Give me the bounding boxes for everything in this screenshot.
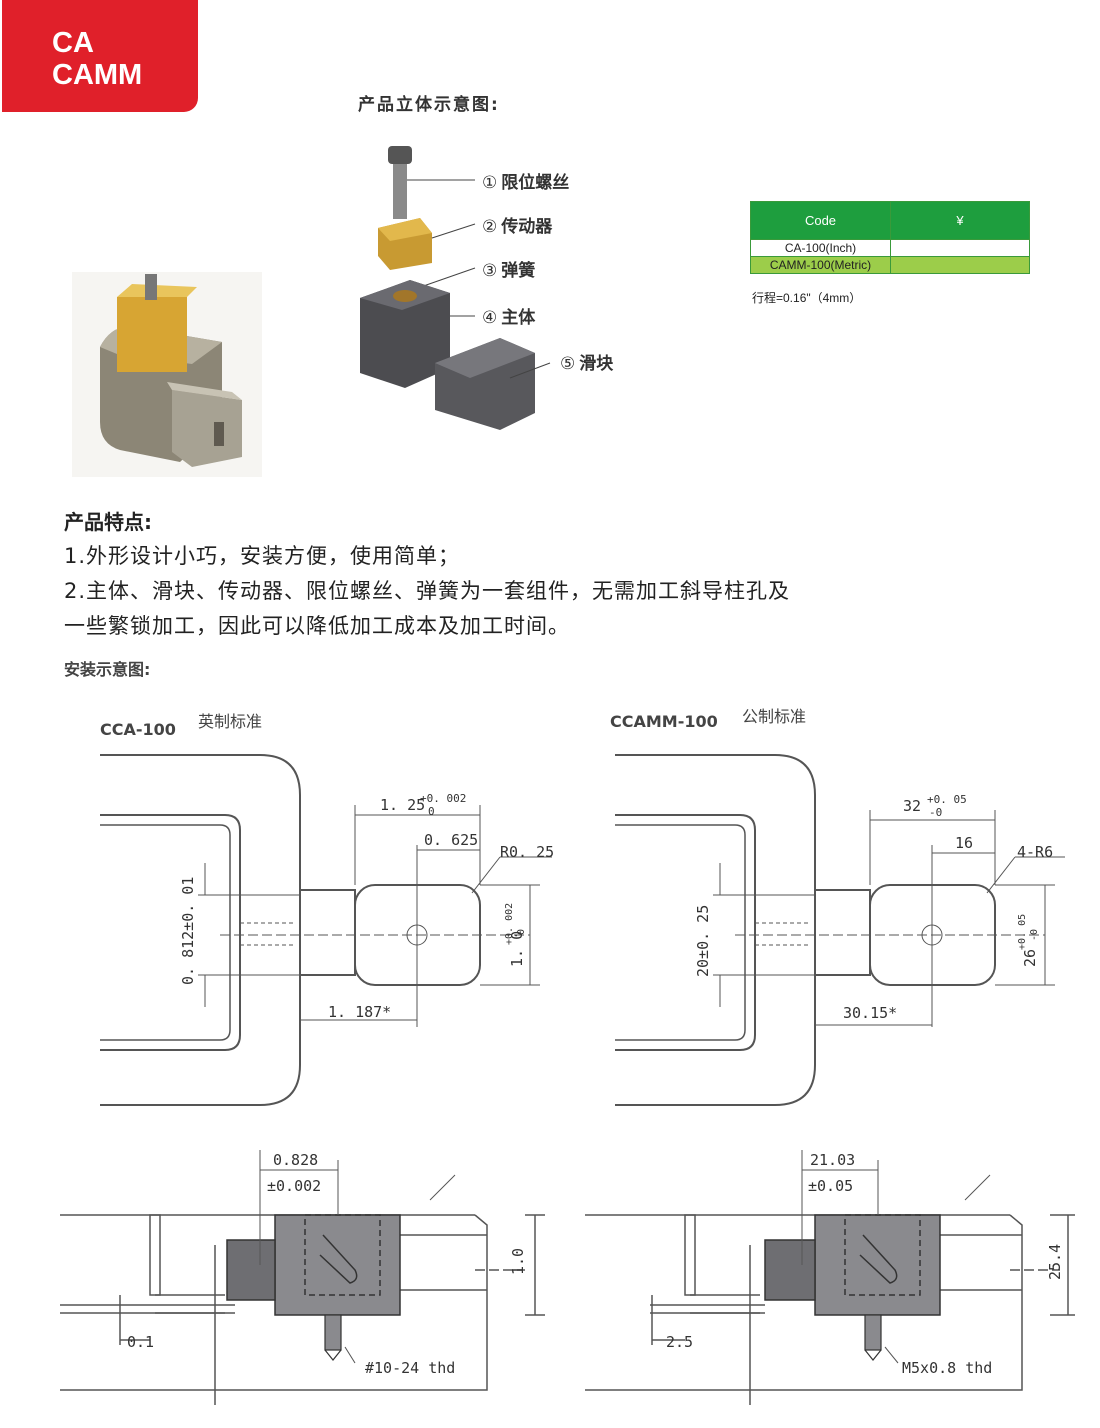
stroke-note: 行程=0.16"（4mm） xyxy=(752,291,862,305)
dim-radius: R0. 25 xyxy=(500,843,554,861)
dim-side-height: 25.4 xyxy=(1046,1244,1064,1280)
part-name: 弹簧 xyxy=(501,261,536,281)
dim-thread: M5x0.8 thd xyxy=(902,1359,992,1377)
feature-line-1: 1.外形设计小巧，安装方便，使用简单； xyxy=(64,544,461,568)
dim-height: 20±0. 25 xyxy=(694,905,712,977)
dim-offset: 30.15* xyxy=(843,1004,897,1022)
dim-pocket-height: 26 xyxy=(1021,949,1039,967)
left-top-drawing: 1. 25 +0. 002 0 0. 625 R0. 25 1. 187* 0.… xyxy=(100,754,554,1106)
dim-side-a: 0.828 xyxy=(273,1151,318,1169)
feature-line-3: 一些繁锁加工，因此可以降低加工成本及加工时间。 xyxy=(64,614,570,638)
dim-height: 0. 812±0. 01 xyxy=(179,877,197,985)
section-driver xyxy=(226,1239,276,1301)
dim-width: 32 xyxy=(903,797,921,815)
dim-half: 0. 625 xyxy=(424,831,478,849)
dim-width-tol-up: +0. 05 xyxy=(927,793,967,806)
exploded-view-illustration xyxy=(360,146,551,430)
part-name: 滑块 xyxy=(579,354,614,374)
dim-half: 16 xyxy=(955,834,973,852)
cell-price xyxy=(890,256,1030,274)
left-side-section-drawing: 0.828 ±0.002 1.0 0.1 #10-24 thd xyxy=(60,1150,545,1405)
dim-side-a: 21.03 xyxy=(810,1151,855,1169)
dim-width-tol-down: -0 xyxy=(929,806,942,819)
price-table-header: Code ¥ xyxy=(750,201,1030,240)
part-number: ① xyxy=(482,173,498,193)
cell-code: CA-100(Inch) xyxy=(750,239,891,257)
brand-line-1: CA xyxy=(52,27,94,59)
part-name: 主体 xyxy=(501,308,536,328)
part-number: ② xyxy=(482,217,498,237)
part-number: ⑤ xyxy=(560,354,576,374)
section-screw xyxy=(324,1314,342,1351)
brand-line-2: CAMM xyxy=(52,59,143,91)
main-body-part xyxy=(360,280,450,388)
dim-pocket-tol-up: +0. 002 xyxy=(504,903,515,945)
dim-side-height: 1.0 xyxy=(509,1248,527,1275)
feature-line-2: 2.主体、滑块、传动器、限位螺丝、弹簧为一套组件，无需加工斜导柱孔及 xyxy=(64,579,791,603)
section-body xyxy=(274,1214,401,1316)
features-title: 产品特点: xyxy=(64,510,152,534)
table-row: CAMM-100(Metric) xyxy=(750,256,1030,274)
header-price: ¥ xyxy=(890,201,1030,240)
part-number: ④ xyxy=(482,308,498,328)
dim-width: 1. 25 xyxy=(380,796,425,814)
price-table: Code ¥ CA-100(Inch) CAMM-100(Metric) xyxy=(750,201,1030,274)
dim-width-tol-down: 0 xyxy=(428,805,435,818)
right-top-drawing: 32 +0. 05 -0 16 4-R6 30.15* 20±0. 25 26 … xyxy=(615,754,1065,1106)
dim-gap: 2.5 xyxy=(666,1333,693,1351)
dim-offset: 1. 187* xyxy=(328,1003,391,1021)
product-photo xyxy=(72,272,262,477)
limit-screw-head xyxy=(388,146,412,164)
part-name: 传动器 xyxy=(501,217,553,237)
dim-pocket-tol-down: -0 xyxy=(1029,929,1040,941)
dim-pocket-tol-up: +0. 05 xyxy=(1017,914,1028,950)
right-standard-label: 公制标准 xyxy=(742,707,807,726)
dim-side-b: ±0.05 xyxy=(808,1177,853,1195)
plate-outline xyxy=(100,754,301,1106)
right-model-label: CCAMM-100 xyxy=(610,712,718,731)
limit-screw-shank xyxy=(393,164,407,219)
dim-side-b: ±0.002 xyxy=(267,1177,321,1195)
cell-code: CAMM-100(Metric) xyxy=(750,256,891,274)
channel xyxy=(299,889,356,976)
brand-tag: CA CAMM xyxy=(2,0,198,112)
dim-radius: 4-R6 xyxy=(1017,843,1053,861)
dim-width-tol-up: +0. 002 xyxy=(420,792,466,805)
cell-price xyxy=(890,239,1030,257)
right-side-section-drawing: 21.03 ±0.05 25.4 2.5 M5x0.8 thd xyxy=(585,1150,1075,1405)
left-model-label: CCA-100 xyxy=(100,720,176,739)
install-diagram-title: 安装示意图: xyxy=(64,660,151,679)
dim-gap: 0.1 xyxy=(127,1333,154,1351)
dim-thread: #10-24 thd xyxy=(365,1359,455,1377)
left-standard-label: 英制标准 xyxy=(198,712,263,731)
header-code: Code xyxy=(750,201,891,240)
dim-pocket-tol-down: 0 xyxy=(516,929,527,935)
part-number: ③ xyxy=(482,261,498,281)
dim-pocket-height: 1. 0 xyxy=(508,931,526,967)
table-row: CA-100(Inch) xyxy=(750,239,1030,257)
part-name: 限位螺丝 xyxy=(501,173,570,193)
exploded-view-title: 产品立体示意图: xyxy=(358,95,500,115)
